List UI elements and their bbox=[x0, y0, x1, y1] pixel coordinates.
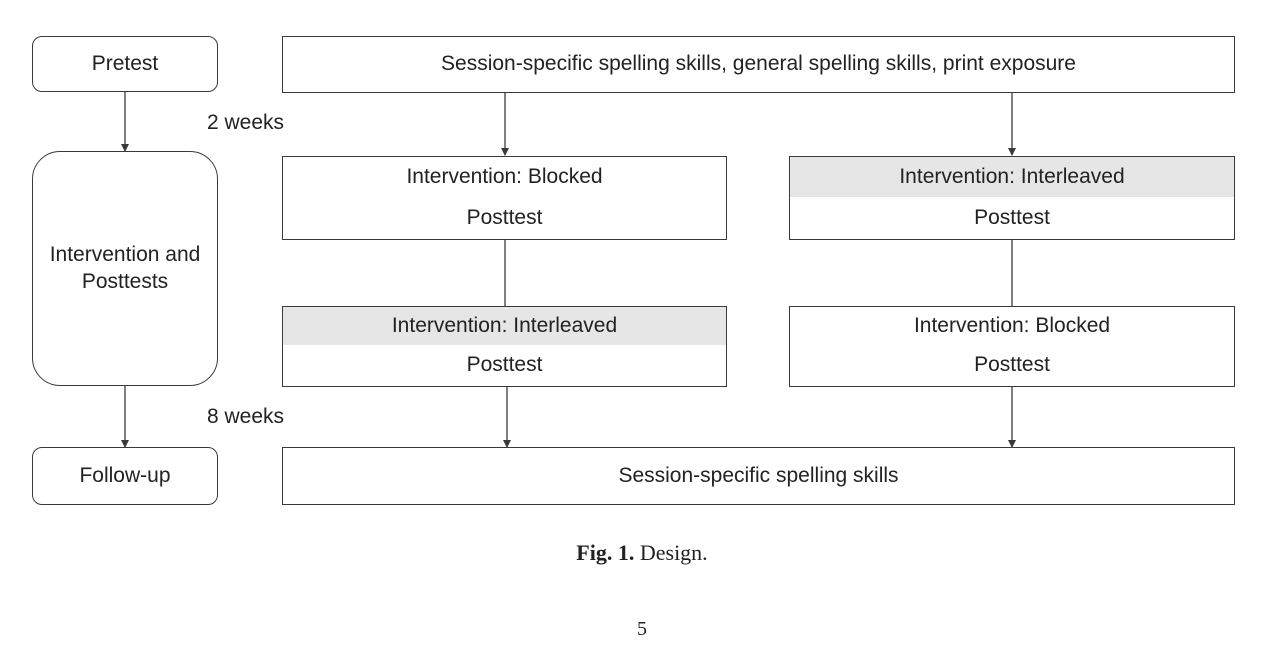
figure-caption-label: Fig. 1. bbox=[576, 540, 635, 565]
page-number: 5 bbox=[637, 618, 647, 640]
group-a-session2-posttest: Posttest bbox=[282, 345, 727, 387]
top-measures-box: Session-specific spelling skills, genera… bbox=[282, 36, 1235, 93]
group-b-session2-posttest: Posttest bbox=[789, 345, 1235, 387]
group-b-session1-posttest: Posttest bbox=[789, 197, 1235, 240]
group-a-session1-posttest-label: Posttest bbox=[466, 205, 543, 229]
group-b-session1-intervention-label: Intervention: Interleaved bbox=[899, 165, 1125, 189]
group-a-session1-posttest: Posttest bbox=[282, 197, 727, 240]
top-measures-label: Session-specific spelling skills, genera… bbox=[441, 52, 1076, 76]
interval-label-8-weeks: 8 weeks bbox=[207, 405, 285, 428]
bottom-measures-box: Session-specific spelling skills bbox=[282, 447, 1235, 505]
interval-label-2-weeks: 2 weeks bbox=[207, 111, 285, 134]
intervention-posttests-box: Intervention and Posttests bbox=[32, 151, 218, 386]
figure-caption: Fig. 1. Design. bbox=[0, 540, 1284, 566]
followup-box: Follow-up bbox=[32, 447, 218, 505]
followup-label: Follow-up bbox=[79, 463, 171, 487]
group-b-session2-intervention-label: Intervention: Blocked bbox=[913, 314, 1111, 338]
group-b-session2-intervention: Intervention: Blocked bbox=[789, 306, 1235, 347]
group-b-session2-posttest-label: Posttest bbox=[974, 353, 1050, 377]
group-a-session2-intervention-label: Intervention: Interleaved bbox=[391, 314, 618, 338]
bottom-measures-label: Session-specific spelling skills bbox=[618, 463, 899, 487]
figure-caption-text: Design. bbox=[639, 540, 708, 565]
group-a-session1-intervention-label: Intervention: Blocked bbox=[406, 165, 603, 189]
group-a-session2-intervention: Intervention: Interleaved bbox=[282, 306, 727, 347]
group-b-session1-posttest-label: Posttest bbox=[974, 205, 1050, 229]
pretest-label: Pretest bbox=[91, 51, 159, 75]
group-a-session2-posttest-label: Posttest bbox=[466, 353, 543, 377]
group-a-session1-intervention: Intervention: Blocked bbox=[282, 156, 727, 199]
pretest-box: Pretest bbox=[32, 36, 218, 92]
intervention-posttests-label: Intervention and Posttests bbox=[49, 243, 201, 293]
group-b-session1-intervention: Intervention: Interleaved bbox=[789, 156, 1235, 199]
